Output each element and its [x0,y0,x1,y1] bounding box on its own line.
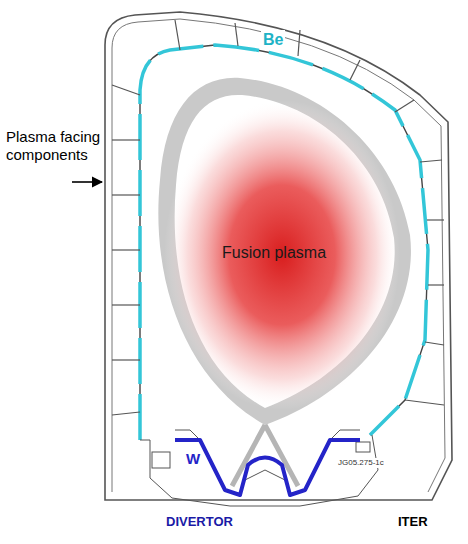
first-wall [140,45,428,440]
leader-arrow [72,181,102,183]
cassette-support [356,442,370,452]
dome-support [245,470,285,480]
tungsten-divertor [175,440,360,495]
cassette-support [152,452,170,468]
module-divider [175,20,180,50]
module-divider [112,85,140,95]
module-divider [395,100,414,112]
module-divider [427,219,444,220]
module-divider [420,160,442,162]
component-label: Plasma facing components [6,128,102,164]
module-divider [428,284,444,285]
scrape-off-layer [158,78,411,425]
part-label: DIVERTOR [166,514,233,530]
module-divider [112,304,140,305]
device-label: ITER [398,514,428,530]
beryllium-tiles [140,45,428,440]
module-divider [405,400,444,405]
module-divider [235,23,238,46]
cassette-body [140,435,378,506]
module-divider [112,249,140,250]
vessel-outer-wall [105,12,452,500]
material-label: Be [261,30,285,49]
region-label: Fusion plasma [222,243,326,262]
module-divider [112,194,140,195]
material-label: W [184,450,202,468]
module-divider [425,342,444,345]
module-divider [112,412,140,415]
module-divider [350,60,360,80]
fusion-plasma [164,100,400,410]
figure-id: JG05.275-1c [336,458,386,468]
divertor-cassette [140,430,378,506]
module-divider [112,359,140,360]
vessel-inner-wall [112,19,445,492]
module-divider [112,139,140,140]
module-divider [298,30,300,56]
